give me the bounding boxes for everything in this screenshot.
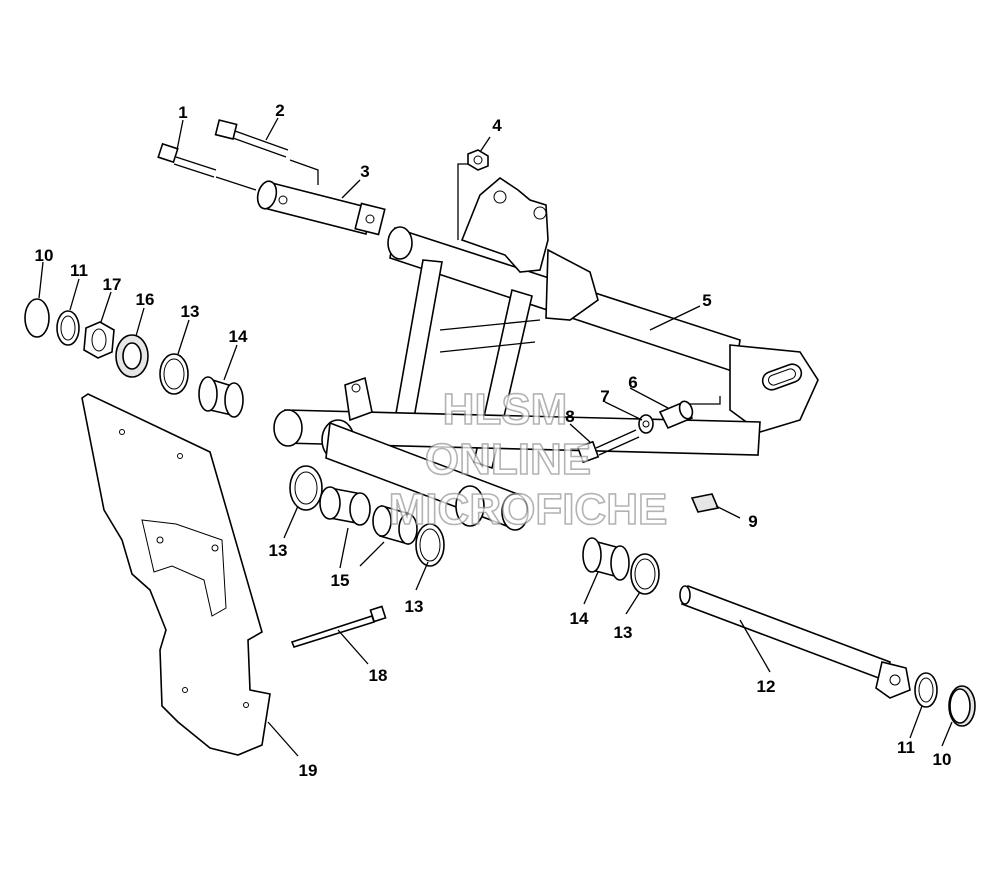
leader-lines: [38, 117, 953, 757]
callout-12: 12: [757, 677, 776, 696]
part-16-bearing: [115, 334, 149, 378]
callout-11-right: 11: [897, 738, 915, 757]
part-13-ring-c: [415, 523, 445, 567]
part-13-ring-a: [159, 353, 189, 395]
watermark-line1: HLSM: [443, 385, 568, 434]
callout-labels: 1 2 3 4 5 6 7 8 9 10 11 17 16 13 14 13 1…: [35, 101, 952, 780]
part-1-bolt: [157, 142, 217, 178]
callout-18: 18: [369, 666, 388, 685]
callout-14-a: 14: [229, 327, 248, 346]
part-11-left-washer: [56, 310, 80, 346]
part-3-sleeve: [256, 180, 386, 236]
part-13-ring-d: [630, 553, 660, 595]
part-12-axle: [679, 584, 911, 699]
callout-8: 8: [565, 407, 574, 426]
part-14-bushing-b: [582, 537, 630, 581]
callout-10-left: 10: [35, 246, 54, 265]
part-11-right-washer: [914, 672, 938, 708]
part-19-mud-flap: [81, 393, 271, 756]
callout-9: 9: [748, 512, 757, 531]
callout-19: 19: [299, 761, 318, 780]
callout-6: 6: [628, 373, 637, 392]
callout-13-c: 13: [405, 597, 424, 616]
part-2-bolt: [214, 119, 289, 158]
callout-10-right: 10: [933, 750, 952, 769]
callout-13-d: 13: [614, 623, 633, 642]
callout-1: 1: [178, 103, 187, 122]
callout-16: 16: [136, 290, 155, 309]
part-9-clip: [690, 493, 720, 513]
callout-2: 2: [275, 101, 284, 120]
part-14-bushing-a: [198, 376, 244, 418]
part-10-left-cap: [24, 298, 50, 338]
callout-4: 4: [492, 116, 502, 135]
callout-14-b: 14: [570, 609, 589, 628]
callout-13-a: 13: [181, 302, 200, 321]
watermark-line3: MICROFICHE: [389, 485, 668, 534]
part-15-bushings: [319, 486, 418, 546]
callout-17: 17: [103, 275, 122, 294]
callout-11-left: 11: [70, 261, 88, 280]
callout-3: 3: [360, 162, 369, 181]
part-8-bolt: [576, 429, 640, 464]
part-6-spacer: [658, 400, 694, 430]
callout-15: 15: [331, 571, 350, 590]
part-13-ring-b: [289, 465, 323, 511]
part-10-right-cap: [948, 685, 976, 727]
watermark: HLSM ONLINE MICROFICHE: [388, 384, 668, 535]
callout-7: 7: [600, 387, 609, 406]
callout-5: 5: [702, 291, 711, 310]
part-18-cable-tie: [290, 605, 387, 648]
part-4-nut: [467, 149, 489, 171]
callout-13-b: 13: [269, 541, 288, 560]
part-17-nut: [83, 321, 115, 359]
watermark-line2: ONLINE: [425, 435, 591, 484]
part-7-washer: [638, 414, 654, 434]
